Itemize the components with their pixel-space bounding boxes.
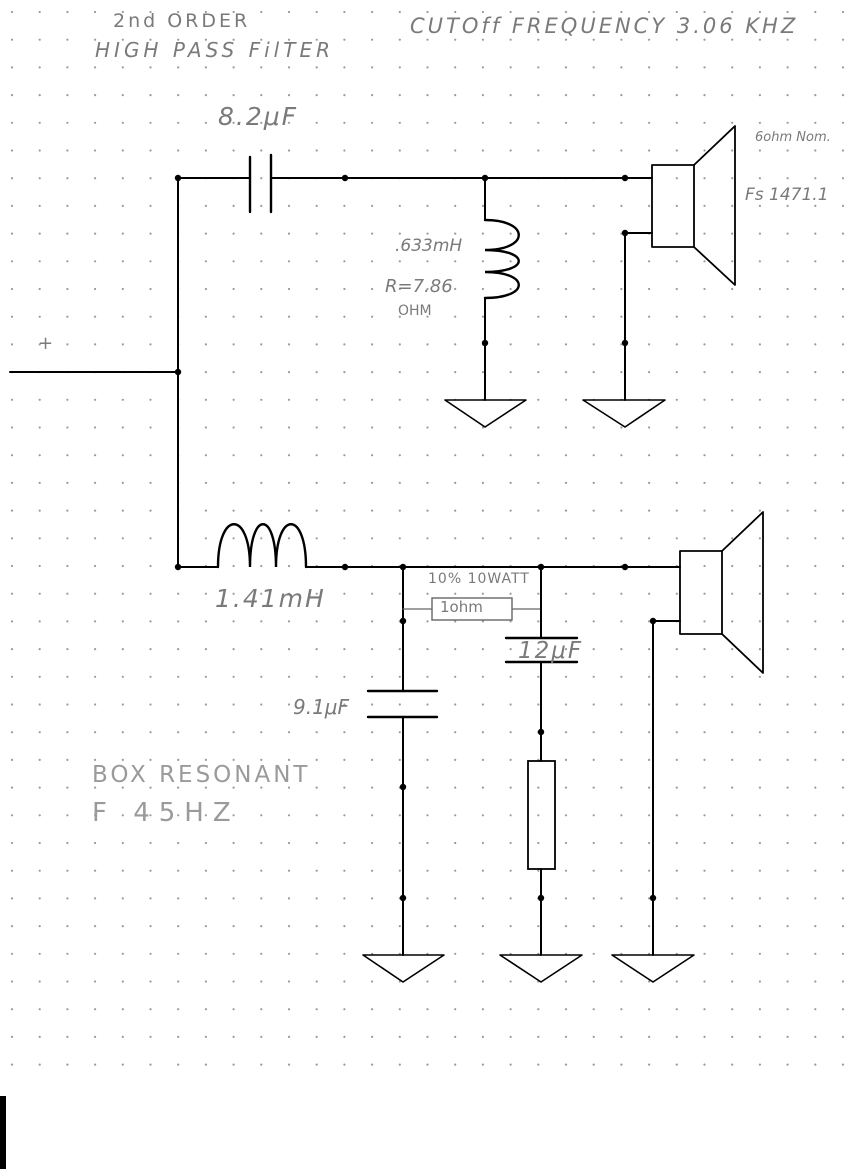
junction-nodes (174, 174, 657, 902)
page-edge-mark (0, 1096, 6, 1169)
tweeter-speaker (651, 125, 736, 286)
resistance-unit-label: OHM (398, 303, 432, 319)
inductor-lp-label: 1.41mH (215, 584, 326, 613)
tweeter-impedance-label: 6ohm Nom. (755, 130, 831, 145)
title-line-1: 2nd ORDER (113, 10, 251, 32)
inductor-lp-coil (216, 523, 308, 569)
resonance-fs-label: Fs 1471.1 (745, 185, 829, 205)
ground-hp-inductor (444, 399, 527, 428)
capacitor-lp-label: 9.1μF (293, 695, 350, 719)
ground-zobel (499, 954, 583, 983)
ground-tweeter (582, 399, 666, 428)
dot-grid (10, 10, 845, 1066)
ground-lp-cap (362, 954, 445, 983)
capacitor-hp-label: 8.2μF (218, 102, 299, 131)
input-plus-label: + (38, 333, 54, 354)
resistor-spec-label: 10% 10WATT (428, 571, 530, 587)
resistor-value-label: 1ohm (440, 598, 483, 616)
capacitor-zobel-label: 12μF (518, 638, 584, 664)
inductor-hp-coil (483, 218, 520, 300)
title-line-2: HIGH PASS FilTER (95, 38, 334, 62)
ground-woofer (611, 954, 695, 983)
box-frequency-label: F 45HZ (92, 798, 240, 828)
cutoff-frequency-label: CUTOff FREQUENCY 3.06 KHZ (410, 14, 799, 38)
woofer-speaker (679, 511, 764, 674)
box-resonant-label: BOX RESONANT (92, 762, 311, 788)
resistance-label: R=7.86 (385, 276, 453, 297)
inductor-hp-label: .633mH (395, 236, 463, 256)
zobel-resistor (527, 760, 556, 870)
